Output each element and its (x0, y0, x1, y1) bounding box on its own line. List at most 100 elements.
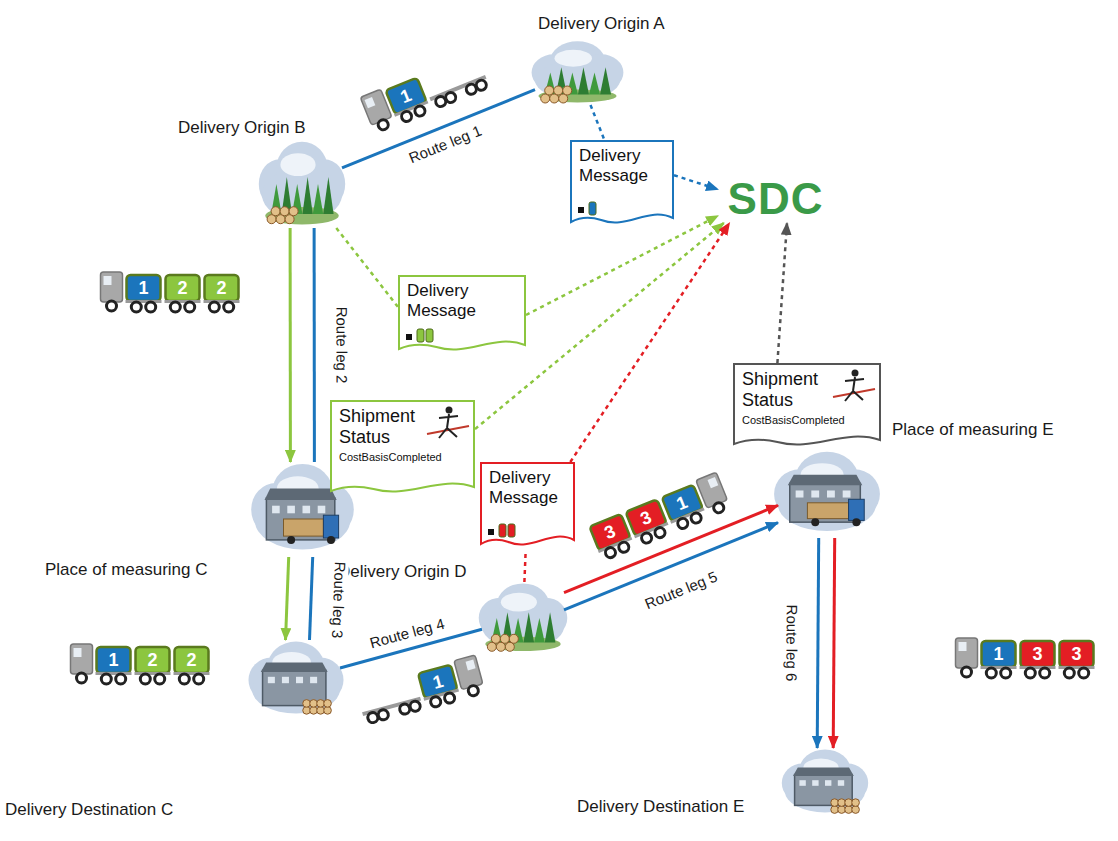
tree (545, 612, 556, 642)
package-icon (589, 202, 596, 215)
message-text: Delivery Message (407, 281, 495, 320)
status-code: CostBasisCompleted (742, 414, 845, 427)
window (812, 780, 818, 786)
wheel (811, 518, 819, 526)
chassis (981, 666, 1017, 669)
logo-text: SDC (728, 175, 824, 223)
window (268, 677, 275, 683)
cloud (535, 61, 620, 100)
message-icon (488, 529, 494, 535)
shipment-status: Shipment StatusCostBasisCompleted (330, 400, 475, 497)
message-title: Delivery Message (489, 468, 575, 507)
delivery-origin: Delivery Origin A (535, 40, 620, 105)
route-label: Route leg 6 (783, 602, 801, 683)
window (825, 780, 831, 786)
tree (600, 67, 611, 94)
message-flow-arrow (526, 216, 718, 315)
log-end (838, 806, 846, 814)
cloud (785, 770, 865, 812)
log-end (491, 634, 500, 643)
cloud-highlight (280, 153, 315, 176)
measuring-place: Place of measuring C (255, 462, 350, 557)
log-end (310, 700, 318, 708)
delivery-destination: Delivery Destination C (252, 640, 340, 720)
window (296, 677, 303, 683)
wheel (962, 667, 972, 677)
message-title: Delivery Message (579, 146, 667, 185)
window (843, 490, 851, 497)
route-label: Route leg 4 (366, 614, 448, 652)
message-text: Delivery Message (579, 146, 667, 185)
log-end (563, 86, 572, 95)
chassis (96, 672, 132, 675)
wheel (107, 301, 117, 311)
place-label: Delivery Origin D (338, 562, 466, 582)
tree (302, 177, 312, 214)
roof (793, 768, 854, 776)
log-end (845, 799, 853, 807)
window (310, 677, 317, 683)
wheel (617, 541, 630, 554)
truck (355, 655, 485, 726)
callout-number: 2 (216, 278, 226, 298)
message-text: Shipment StatusCostBasisCompleted (339, 406, 442, 464)
wheel (287, 536, 295, 544)
cloud (778, 478, 876, 531)
chassis (1020, 666, 1056, 669)
cab-window (74, 648, 82, 657)
window (827, 490, 835, 497)
wheel (413, 105, 426, 118)
cloud-highlight (555, 50, 592, 67)
delivery-origin: Delivery Origin B (262, 140, 342, 228)
route-label: Route leg 3 (329, 559, 349, 640)
window (287, 506, 295, 514)
log-load (807, 503, 848, 519)
truck (956, 638, 1095, 678)
message-title: Shipment Status (742, 369, 834, 410)
measuring-place: Place of measuring E (778, 450, 876, 538)
wheel (1001, 668, 1011, 678)
route-line (564, 505, 778, 592)
callout-number: 2 (147, 650, 157, 670)
log-end (317, 700, 325, 708)
message-text: Shipment StatusCostBasisCompleted (742, 369, 845, 427)
wheel (444, 91, 457, 104)
route-line (310, 557, 313, 640)
window (272, 506, 280, 514)
wheel (690, 512, 703, 525)
runner-head (852, 370, 859, 377)
wheel (467, 685, 479, 697)
delivery-message: Delivery Message (480, 462, 575, 550)
runner-figure (439, 414, 458, 438)
wheel (400, 110, 413, 123)
wheel (377, 709, 389, 721)
window (318, 506, 326, 514)
wheel (116, 674, 126, 684)
roof (788, 475, 862, 486)
log-end (545, 86, 554, 95)
roof (265, 489, 337, 500)
message-icon (406, 334, 412, 340)
log-end (509, 634, 518, 643)
wheel (194, 674, 204, 684)
tree (313, 184, 323, 214)
wheel (653, 526, 666, 539)
wheel (1064, 668, 1074, 678)
place-label: Delivery Origin A (538, 14, 665, 34)
wheel (155, 674, 165, 684)
delivery-origin: Delivery Origin D (482, 582, 564, 654)
log-end (324, 700, 332, 708)
log-end (324, 707, 332, 715)
wheel (224, 302, 234, 312)
wheel (1025, 668, 1035, 678)
log-end (271, 207, 280, 216)
truck-cab (454, 655, 483, 690)
sdc-logo: SDC (718, 175, 833, 223)
document-outline (734, 364, 880, 445)
wheel (712, 501, 725, 514)
place-label: Delivery Destination E (577, 797, 744, 817)
window (799, 780, 805, 786)
tree (578, 67, 589, 94)
message-flow-arrow (524, 550, 525, 582)
package-icon (417, 329, 424, 342)
